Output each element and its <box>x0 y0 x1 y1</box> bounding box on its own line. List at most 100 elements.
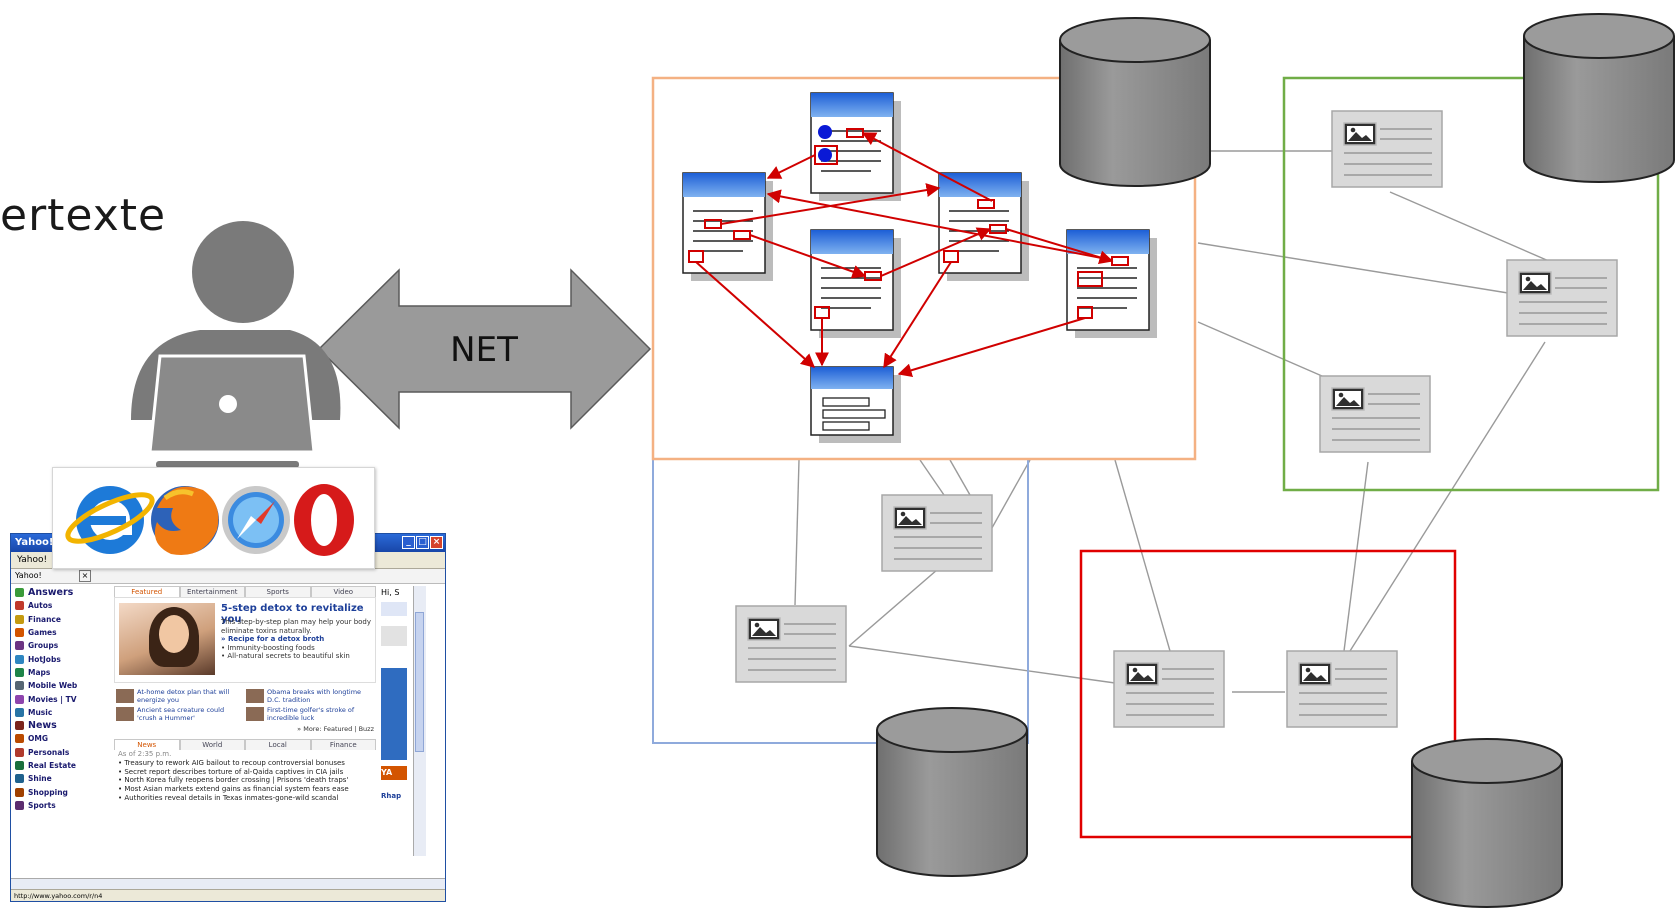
featured-summary: This step-by-step plan may help your bod… <box>221 618 372 635</box>
news-item[interactable]: • Most Asian markets extend gains as fin… <box>118 785 349 794</box>
sidebar-item-label: Answers <box>28 587 74 599</box>
sidebar-item[interactable]: HotJobs <box>15 652 109 665</box>
image-document <box>881 494 993 572</box>
sidebar-item-icon <box>15 654 24 664</box>
address-bar[interactable]: Yahoo! <box>17 555 48 565</box>
sidebar-item-icon <box>15 681 24 691</box>
hyperlink-arrows <box>695 132 1114 378</box>
rhapsody-label[interactable]: Rhap <box>381 792 402 800</box>
horizontal-scrollbar[interactable] <box>11 878 445 889</box>
image-document <box>1319 375 1431 453</box>
sidebar-item[interactable]: Sports <box>15 799 109 812</box>
ad-banner[interactable] <box>381 668 407 760</box>
database-icon <box>1059 17 1211 187</box>
browser-tabbar: Yahoo! × <box>11 569 445 584</box>
maximize-icon[interactable]: □ <box>416 536 429 549</box>
web-document-bottom <box>810 366 901 443</box>
featured-tab[interactable]: Entertainment <box>179 586 245 597</box>
database-icon <box>1523 13 1675 183</box>
mini-story[interactable]: Obama breaks with longtime D.C. traditio… <box>246 688 366 704</box>
sidebar-item[interactable]: Maps <box>15 666 109 679</box>
vertical-scrollbar[interactable] <box>413 586 426 856</box>
news-item[interactable]: • Authorities reveal details in Texas in… <box>118 793 339 802</box>
featured-body: This step-by-step plan may help your bod… <box>221 618 373 661</box>
sidebar-item[interactable]: Mobile Web <box>15 679 109 692</box>
sidebar-item[interactable]: Music <box>15 706 109 719</box>
featured-bullet[interactable]: • Immunity-boosting foods <box>221 643 315 652</box>
featured-link[interactable]: » Recipe for a detox broth <box>221 635 325 644</box>
database-icon <box>1411 738 1563 908</box>
close-icon[interactable]: × <box>430 536 443 549</box>
sidebar-item-icon <box>15 774 24 784</box>
featured-photo[interactable] <box>119 603 215 675</box>
sidebar-item[interactable]: Personals <box>15 746 109 759</box>
featured-headline[interactable]: 5-step detox to revitalize you <box>221 603 364 625</box>
sidebar-item-label: Autos <box>28 601 53 611</box>
featured-tab[interactable]: Sports <box>245 586 311 597</box>
sidebar-item-icon <box>15 734 24 744</box>
yahoo-right-column: Hi, S YA Rhap <box>379 586 411 856</box>
sidebar-item-label: Music <box>28 707 53 717</box>
sidebar-item-icon <box>15 800 24 810</box>
news-item[interactable]: • Secret report describes torture of al-… <box>118 767 344 776</box>
sidebar-item-label: OMG <box>28 734 48 744</box>
sidebar-item-label: Movies | TV <box>28 694 77 704</box>
mail-icon[interactable] <box>381 602 407 616</box>
greeting: Hi, S <box>381 588 400 597</box>
image-document <box>1506 259 1618 337</box>
news-item[interactable]: • Treasury to rework AIG bailout to reco… <box>118 758 345 767</box>
sidebar-item-label: News <box>28 720 57 732</box>
featured-bullet[interactable]: • All-natural secrets to beautiful skin <box>221 652 350 661</box>
sidebar-item[interactable]: Shopping <box>15 785 109 798</box>
news-tab[interactable]: Local <box>245 739 311 750</box>
news-tab[interactable]: World <box>179 739 245 750</box>
more-links[interactable]: » More: Featured | Buzz <box>297 725 374 733</box>
mini-story[interactable]: Ancient sea creature could 'crush a Humm… <box>116 706 236 722</box>
sidebar-item[interactable]: Shine <box>15 772 109 785</box>
sidebar-item-icon <box>15 787 24 797</box>
news-tab[interactable]: Finance <box>310 739 376 750</box>
browser-tab[interactable]: Yahoo! <box>15 571 42 580</box>
mini-story[interactable]: First-time golfer's stroke of incredible… <box>246 706 366 722</box>
sidebar-item-icon <box>15 747 24 757</box>
sidebar-item-label: Shine <box>28 774 52 784</box>
sidebar-item[interactable]: News <box>15 719 109 732</box>
firefox-logo <box>151 486 219 555</box>
tab-close-icon[interactable]: × <box>79 570 91 582</box>
sidebar-item[interactable]: Movies | TV <box>15 692 109 705</box>
sidebar-item-label: Real Estate <box>28 761 77 770</box>
featured-tab[interactable]: Video <box>310 586 376 597</box>
browser-title: Yahoo! <box>15 537 54 548</box>
sidebar-item[interactable]: Real Estate <box>15 759 109 772</box>
news-item[interactable]: • North Korea fully reopens border cross… <box>118 776 349 785</box>
mini-story[interactable]: At-home detox plan that will energize yo… <box>116 688 236 704</box>
sidebar-item-icon <box>15 707 24 717</box>
logos-canvas <box>65 484 354 556</box>
widget-icon[interactable] <box>381 626 407 646</box>
sidebar-item[interactable]: Groups <box>15 639 109 652</box>
featured-tab[interactable]: Featured <box>114 586 180 597</box>
ad-text[interactable]: YA <box>381 766 407 780</box>
sidebar-item[interactable]: Finance <box>15 613 109 626</box>
hypertext-title-fragment: ertexte <box>0 190 167 241</box>
image-document <box>735 605 847 683</box>
news-tab[interactable]: News <box>114 739 180 750</box>
red-site-box <box>1079 549 1457 839</box>
sidebar-item[interactable]: OMG <box>15 732 109 745</box>
sidebar-item-label: Maps <box>28 667 51 677</box>
news-list: As of 2:35 p.m. • Treasury to rework AIG… <box>114 750 376 803</box>
sidebar-item-icon <box>15 761 24 770</box>
minimize-icon[interactable]: _ <box>402 536 415 549</box>
sidebar-item[interactable]: Games <box>15 626 109 639</box>
sidebar-item[interactable]: Answers <box>15 586 109 599</box>
sidebar-item-icon <box>15 588 24 598</box>
web-document-center <box>810 229 902 339</box>
sidebar-item[interactable]: Autos <box>15 599 109 612</box>
web-document-far-right <box>1066 229 1158 339</box>
